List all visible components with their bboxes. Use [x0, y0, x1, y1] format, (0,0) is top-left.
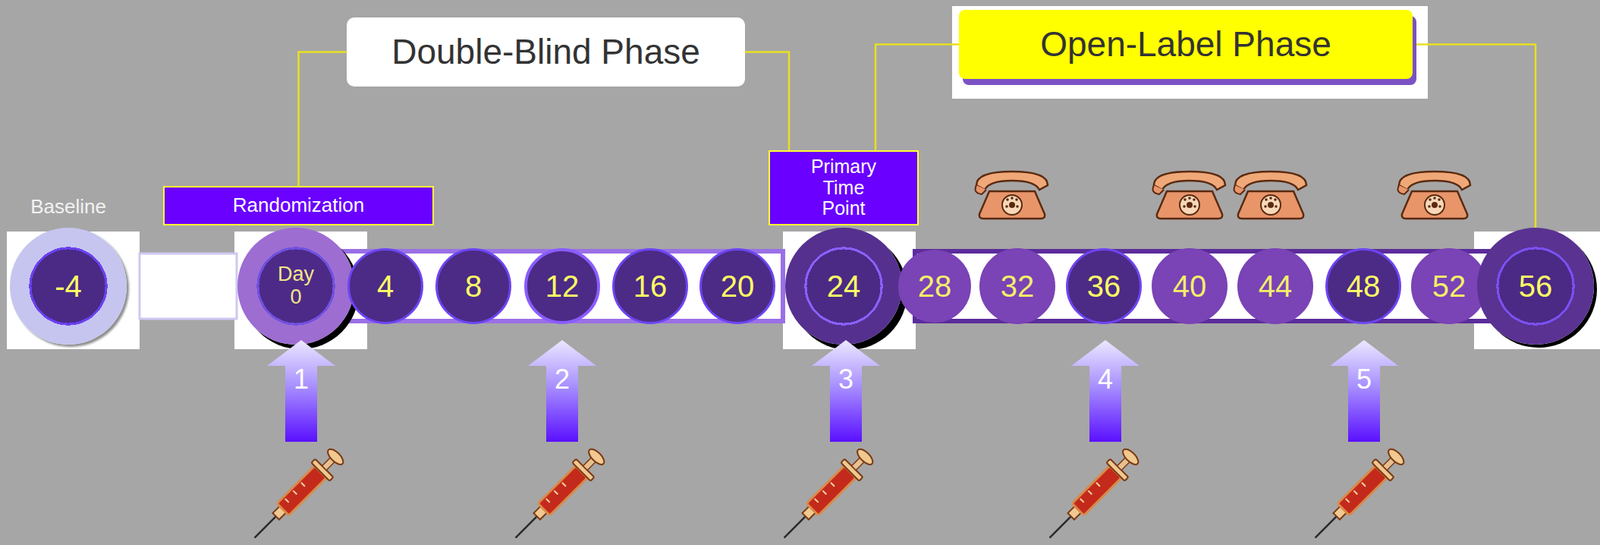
callout-number: 3 [838, 364, 854, 395]
phone-icon [1234, 171, 1307, 219]
visit-circle: 48 [1325, 248, 1402, 324]
visit-circle: 56 [1477, 227, 1594, 345]
callout-number: 2 [554, 364, 570, 395]
visit-circle: -4 [9, 227, 127, 345]
week-number: 24 [826, 268, 862, 304]
phase-box: Open-Label Phase [958, 9, 1413, 79]
bracket-line [875, 44, 959, 151]
syringe-icon [774, 444, 878, 545]
visit-circle: 20 [699, 248, 776, 324]
week-number: 12 [545, 268, 580, 304]
visit-circle: 12 [524, 248, 601, 324]
syringe-icon [1305, 444, 1409, 545]
week-number: 8 [465, 268, 482, 304]
syringe-icon [245, 444, 348, 545]
visit-circle: 44 [1237, 248, 1314, 324]
injection-arrow: 4 [1071, 339, 1140, 442]
phone-icon [1153, 171, 1226, 219]
week-number: 28 [917, 268, 953, 304]
bracket-line [1412, 44, 1536, 229]
callout-number: 1 [293, 364, 309, 395]
milestone-label: Primary Time Point [801, 156, 886, 220]
injection-arrow: 2 [528, 339, 597, 442]
visit-circle: 24 [785, 227, 903, 345]
week-number: 44 [1258, 268, 1293, 304]
arrow-body [528, 339, 597, 442]
milestone-box: Primary Time Point [768, 150, 919, 226]
visit-circle: 8 [435, 248, 512, 324]
arrow-body [1329, 339, 1399, 442]
visit-circle: 4 [347, 248, 424, 324]
week-number: 20 [720, 268, 755, 304]
syringe-icon [506, 444, 609, 545]
visit-circle: 32 [979, 248, 1056, 324]
week-number: 16 [633, 268, 668, 304]
bracket-line [298, 52, 348, 187]
arrow-body [811, 339, 881, 442]
arrow-body [1071, 339, 1140, 442]
week-number: 48 [1346, 268, 1381, 304]
phase-box: Double-Blind Phase [346, 17, 745, 87]
milestone-label: Randomization [232, 194, 365, 217]
visit-circle: 40 [1151, 248, 1228, 324]
visit-circle: 28 [898, 249, 972, 323]
arrow-body [267, 339, 336, 442]
visit-circle: Day 0 [237, 227, 355, 345]
phone-icon [975, 171, 1048, 219]
phase-title: Open-Label Phase [1040, 24, 1332, 65]
phase-title: Double-Blind Phase [391, 31, 701, 73]
visit-circle: 16 [612, 248, 689, 324]
syringe-icon [1040, 444, 1143, 545]
timepoint-label: Baseline [30, 195, 107, 218]
week-number: Day 0 [272, 263, 320, 309]
callout-number: 4 [1097, 364, 1113, 395]
injection-arrow: 5 [1329, 339, 1399, 442]
title-backdrop [952, 6, 1428, 99]
week-number: 4 [377, 268, 394, 304]
bracket-line [744, 52, 789, 151]
week-number: 52 [1432, 268, 1467, 304]
week-number: 36 [1087, 268, 1122, 304]
callout-number: 5 [1356, 364, 1372, 395]
visit-circle: 52 [1411, 248, 1487, 324]
week-number: -4 [54, 268, 82, 304]
injection-arrow: 3 [811, 339, 881, 442]
injection-arrow: 1 [267, 339, 336, 442]
visit-circle: 36 [1065, 248, 1142, 324]
screening-band [139, 253, 237, 319]
week-number: 32 [1000, 268, 1035, 304]
phone-icon [1398, 171, 1471, 219]
milestone-box: Randomization [163, 185, 434, 226]
week-number: 40 [1172, 268, 1208, 304]
week-number: 56 [1518, 268, 1553, 304]
